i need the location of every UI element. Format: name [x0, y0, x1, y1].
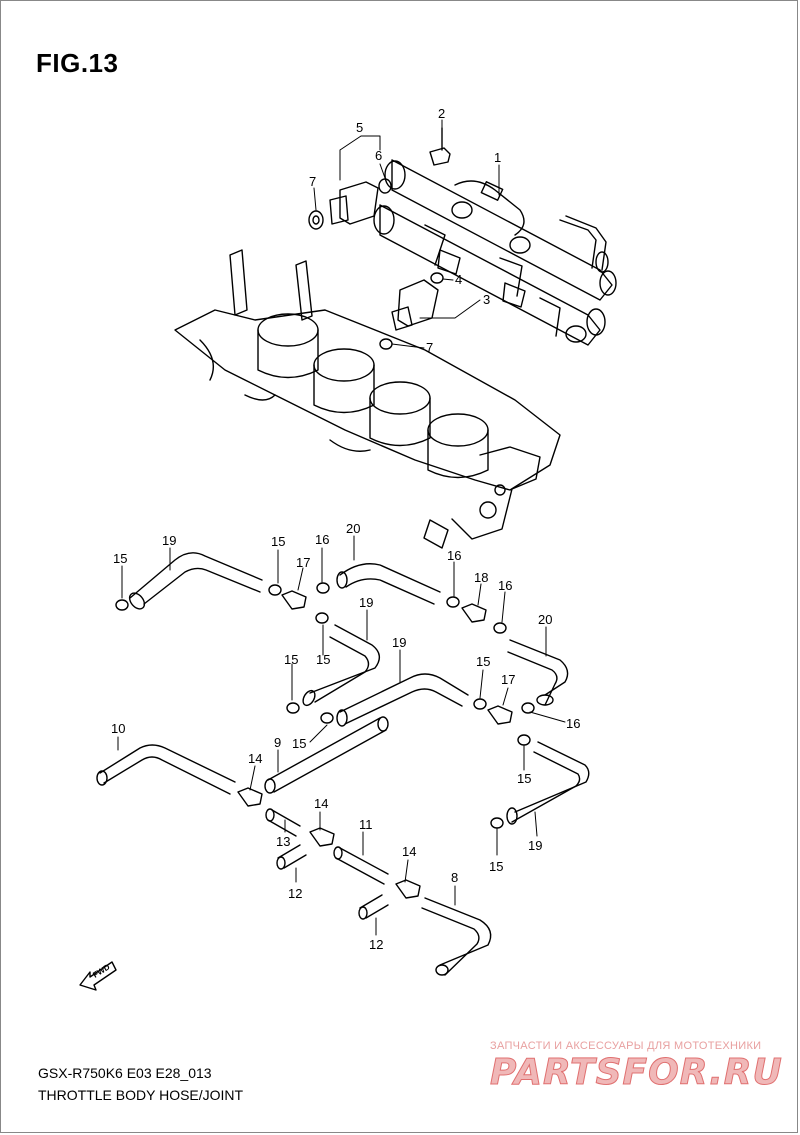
callout-7-lower: 7 — [426, 340, 433, 355]
callout-16-b: 16 — [447, 548, 461, 563]
callout-14-mid: 14 — [314, 796, 328, 811]
callout-15-e: 15 — [292, 736, 306, 751]
callout-14-left: 14 — [248, 751, 262, 766]
leader-lines — [117, 119, 566, 936]
hoses — [96, 552, 590, 976]
callout-16-d: 16 — [566, 716, 580, 731]
callout-15-g: 15 — [517, 771, 531, 786]
callout-15-d: 15 — [284, 652, 298, 667]
clamps — [115, 582, 535, 829]
throttle-body — [174, 249, 561, 549]
callout-12-right: 12 — [369, 937, 383, 952]
callout-14-right: 14 — [402, 844, 416, 859]
callout-1: 1 — [494, 150, 501, 165]
callout-11: 11 — [359, 817, 373, 832]
injector-lower — [379, 272, 444, 350]
fuel-rail — [373, 159, 617, 346]
callout-10: 10 — [111, 721, 125, 736]
callout-19-b: 19 — [359, 595, 373, 610]
diagram-name: THROTTLE BODY HOSE/JOINT — [38, 1087, 244, 1103]
callout-19-d: 19 — [528, 838, 542, 853]
callout-16-a: 16 — [315, 532, 329, 547]
callout-2: 2 — [438, 106, 445, 121]
watermark-tagline: ЗАПЧАСТИ И АКСЕССУАРЫ ДЛЯ МОТОТЕХНИКИ — [490, 1040, 762, 1052]
callout-17-b: 17 — [501, 672, 515, 687]
callout-13: 13 — [276, 834, 290, 849]
model-code: GSX-R750K6 E03 E28_013 — [38, 1065, 212, 1081]
injector-upper — [308, 178, 392, 230]
callout-7-upper: 7 — [309, 174, 316, 189]
rail-bolt — [429, 127, 451, 166]
callout-15-h: 15 — [489, 859, 503, 874]
callout-19-c: 19 — [392, 635, 406, 650]
callout-6: 6 — [375, 148, 382, 163]
callout-12-left: 12 — [288, 886, 302, 901]
callout-15-a: 15 — [113, 551, 127, 566]
callout-4: 4 — [455, 272, 462, 287]
joints — [237, 590, 513, 899]
callout-15-b: 15 — [271, 534, 285, 549]
callout-20-a: 20 — [346, 521, 360, 536]
callout-15-c: 15 — [316, 652, 330, 667]
callout-16-c: 16 — [498, 578, 512, 593]
callout-19-a: 19 — [162, 533, 176, 548]
callout-8: 8 — [451, 870, 458, 885]
callout-9: 9 — [274, 735, 281, 750]
callout-numbers: 1 2 3 4 5 6 7 7 8 9 10 11 12 12 13 14 14… — [111, 106, 580, 952]
figure-title: FIG.13 — [36, 48, 119, 78]
watermark-logo: PARTSFOR.RU — [490, 1052, 783, 1094]
callout-5: 5 — [356, 120, 363, 135]
callout-3: 3 — [483, 292, 490, 307]
fwd-arrow — [79, 961, 117, 991]
callout-20-b: 20 — [538, 612, 552, 627]
callout-17-a: 17 — [296, 555, 310, 570]
callout-18: 18 — [474, 570, 488, 585]
callout-15-f: 15 — [476, 654, 490, 669]
